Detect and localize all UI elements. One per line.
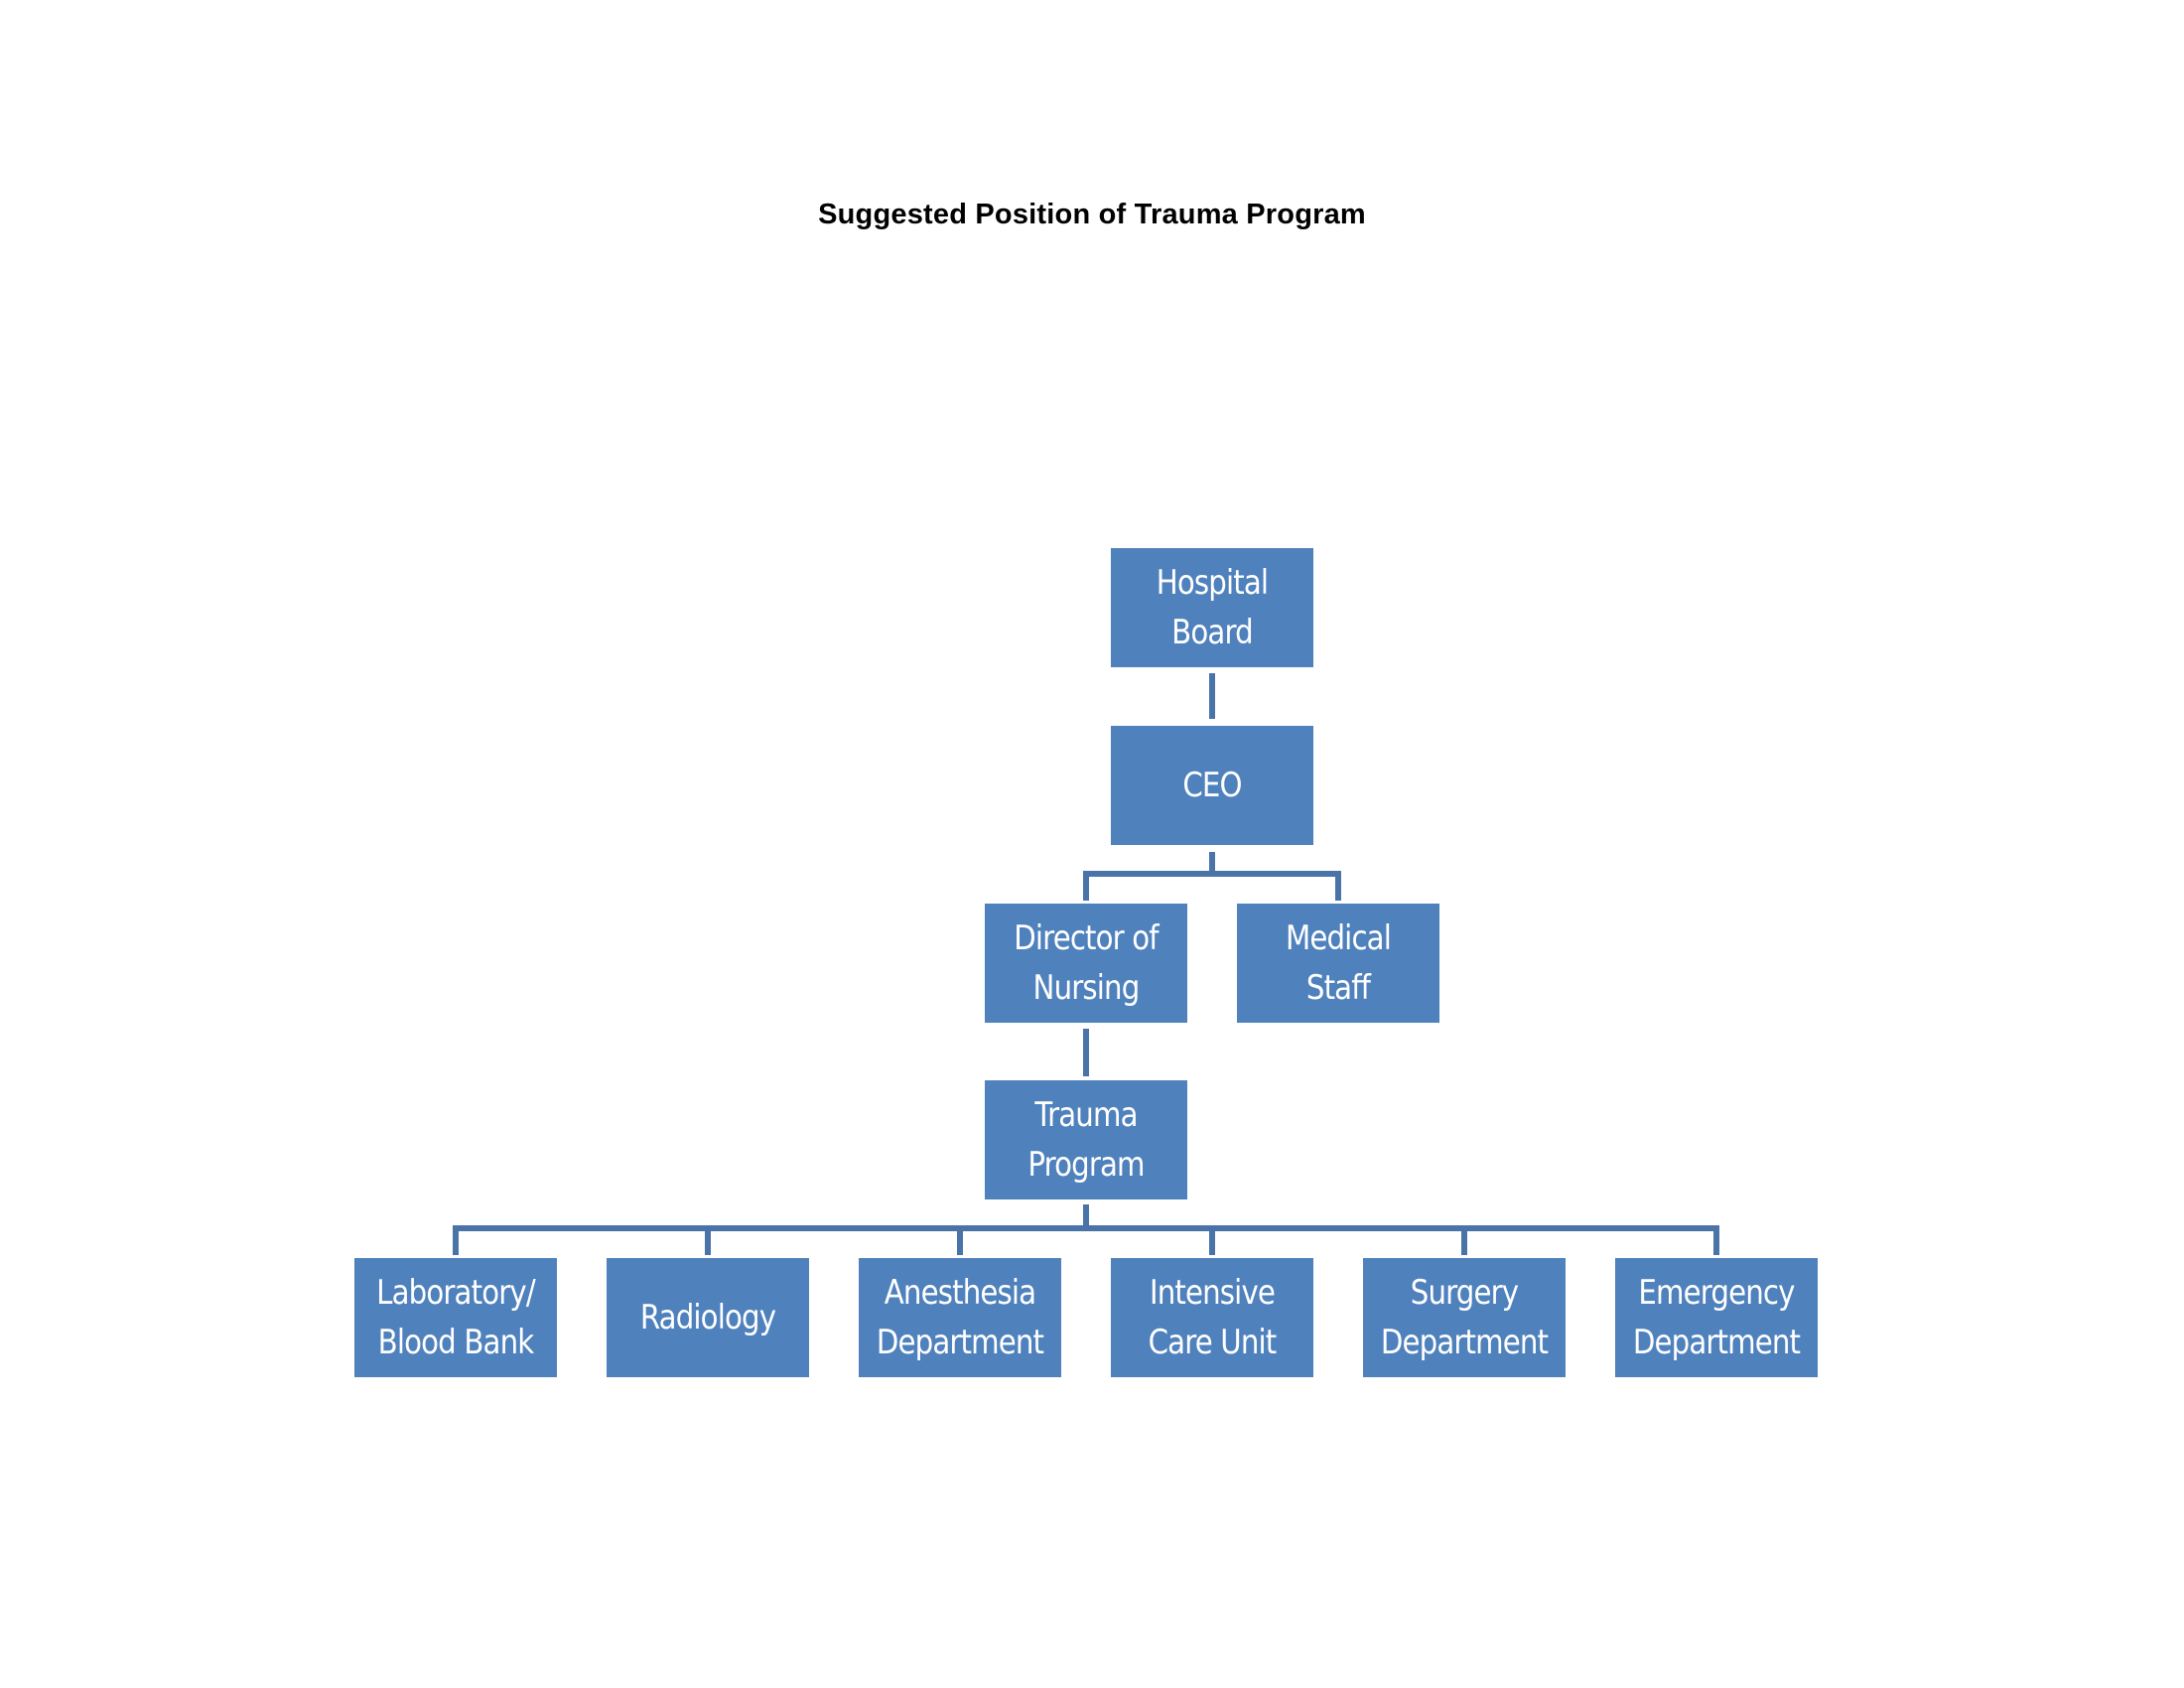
node-laboratory-blood-bank-line-2: Blood Bank [377,1323,535,1362]
node-intensive-care-unit-line-1: Intensive [1149,1273,1276,1313]
node-medical-staff-line-1: Medical [1285,918,1392,958]
node-trauma-program-line-2: Program [1027,1145,1145,1185]
box-ceo [1111,726,1313,845]
node-surgery-department-line-2: Department [1380,1323,1549,1362]
node-laboratory-blood-bank-line-1: Laboratory/ [376,1273,536,1313]
node-boxes [354,548,1818,1377]
node-anesthesia-department-line-2: Department [876,1323,1044,1362]
node-ceo-line-1: CEO [1182,766,1242,805]
node-trauma-program-line-1: Trauma [1034,1095,1138,1135]
node-medical-staff-line-2: Staff [1305,968,1371,1008]
node-surgery-department-line-1: Surgery [1410,1273,1519,1313]
diagram-title: Suggested Position of Trauma Program [818,199,1366,230]
box-director-of-nursing [985,904,1187,1023]
box-dept-6 [1615,1258,1818,1377]
node-intensive-care-unit: Intensive Care Unit [1125,1258,1298,1377]
node-intensive-care-unit-line-2: Care Unit [1148,1323,1278,1362]
box-medical-staff [1237,904,1439,1023]
box-dept-2 [607,1258,809,1377]
connector-lines [453,673,1719,1255]
box-dept-4 [1111,1258,1313,1377]
node-emergency-department-line-1: Emergency [1638,1273,1795,1313]
node-medical-staff: Medical Staff [1251,904,1425,1023]
node-trauma-program: Trauma Program [999,1080,1172,1199]
node-radiology-line-1: Radiology [639,1298,776,1337]
node-surgery-department: Surgery Department [1377,1258,1551,1377]
node-anesthesia-department: Anesthesia Department [873,1258,1046,1377]
box-dept-1 [354,1258,557,1377]
node-hospital-board-line-2: Board [1171,613,1254,652]
node-ceo: CEO [1125,726,1298,845]
node-emergency-department: Emergency Department [1629,1258,1803,1377]
box-hospital-board [1111,548,1313,667]
node-director-of-nursing: Director of Nursing [999,904,1172,1023]
box-trauma-program [985,1080,1187,1199]
node-hospital-board-line-1: Hospital [1156,563,1269,603]
node-hospital-board: Hospital Board [1125,548,1298,667]
node-director-of-nursing-line-1: Director of [1014,918,1159,958]
box-dept-5 [1363,1258,1566,1377]
node-laboratory-blood-bank: Laboratory/ Blood Bank [368,1258,542,1377]
node-radiology: Radiology [620,1258,794,1377]
node-emergency-department-line-2: Department [1632,1323,1801,1362]
box-dept-3 [859,1258,1061,1377]
node-anesthesia-department-line-1: Anesthesia [884,1273,1036,1313]
node-director-of-nursing-line-2: Nursing [1032,968,1141,1008]
